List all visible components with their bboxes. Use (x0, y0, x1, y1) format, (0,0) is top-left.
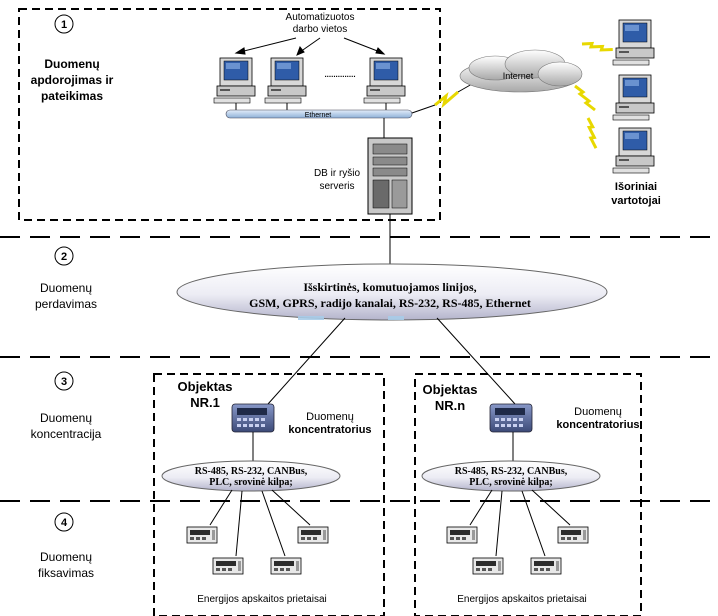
stage-4-label-line2: fiksavimas (38, 566, 94, 580)
stage-4-number: 4 (61, 517, 68, 529)
stage-2-label-line1: Duomenų (40, 281, 92, 295)
workstation-pc-3 (363, 57, 406, 104)
channels-label-line1: Išskirtinės, komutuojamos linijos, (303, 280, 476, 294)
object-1-title-line1: Objektas (178, 379, 233, 394)
internet-link (411, 83, 473, 114)
stage-3-label-line1: Duomenų (40, 411, 92, 425)
object-n-concentrator-line1: Duomenų (574, 406, 622, 418)
workstation-arrows (234, 37, 386, 56)
stage-1-label-line1: Duomenų (44, 57, 99, 71)
object-1-concentrator-device (231, 403, 275, 433)
object-1-meter-2 (212, 557, 244, 575)
object-n-meters-label: Energijos apskaitos prietaisai (457, 594, 587, 605)
stage-2-number: 2 (61, 251, 67, 263)
stage-4-label-line1: Duomenų (40, 550, 92, 564)
ethernet-bar (225, 109, 413, 119)
object-1-title-line2: NR.1 (190, 395, 220, 410)
network-to-object-1-line (267, 317, 346, 405)
stage-2-label-line2: perdavimas (35, 297, 97, 311)
workstations-label-line2: darbo vietos (293, 24, 347, 35)
link-bolt-user-2 (573, 84, 597, 112)
object-1-meters-label: Energijos apskaitos prietaisai (197, 594, 327, 605)
workstation-ellipsis: .............. (324, 70, 355, 79)
object-1-meter-4 (297, 526, 329, 544)
link-bolt-user-3 (576, 116, 608, 150)
external-user-pc-2 (612, 74, 655, 121)
object-1-concentrator-line2: koncentratorius (288, 424, 371, 436)
workstation-pc-1 (213, 57, 256, 104)
workstation-drop-lines (235, 103, 387, 110)
object-n-concentrator-line2: koncentratorius (556, 419, 639, 431)
stage-3-circle (54, 371, 74, 391)
stage-4-circle (54, 512, 74, 532)
external-user-pc-3 (612, 127, 655, 174)
internet-cloud: Internet (459, 49, 583, 93)
object-n-meter-3 (530, 557, 562, 575)
object-1-bus-line2: PLC, srovinė kilpa; (209, 477, 292, 488)
object-1-meter-lines (209, 489, 311, 557)
stage-1-circle (54, 14, 74, 34)
object-n-meter-2 (472, 557, 504, 575)
stage-1-label-line2: apdorojimas ir (31, 73, 114, 87)
object-1: Objektas NR.1 Duomenų koncentratorius RS… (153, 373, 385, 616)
internet-label: Internet (503, 71, 534, 81)
workstations-label-line1: Automatizuotos (286, 12, 355, 23)
object-1-bus-ellipse (161, 460, 341, 492)
stage-2: 2 Duomenų perdavimas (35, 246, 97, 311)
server-label-line1: DB ir ryšio (314, 168, 361, 179)
ethernet-bus: Ethernet (225, 109, 413, 119)
object-n-meter-1 (446, 526, 478, 544)
external-users-label-line1: Išoriniai (615, 181, 657, 193)
object-n-bus-line1: RS-485, RS-232, CANBus, (455, 466, 568, 477)
workstation-pc-2 (264, 57, 307, 104)
object-1-bus-line1: RS-485, RS-232, CANBus, (195, 466, 308, 477)
ethernet-label: Ethernet (305, 112, 332, 119)
network-to-object-n-line (436, 317, 516, 405)
object-1-box (153, 373, 385, 616)
object-1-meter-3 (270, 557, 302, 575)
object-n-bus-line2: PLC, srovinė kilpa; (469, 477, 552, 488)
transmission-channels: Išskirtinės, komutuojamos linijos, GSM, … (176, 263, 608, 321)
object-n: Objektas NR.n Duomenų koncentratorius RS… (414, 373, 642, 616)
object-n-meter-lines (469, 489, 571, 557)
server-label-line2: serveris (319, 181, 354, 192)
db-server: DB ir ryšio serveris (314, 118, 413, 215)
object-n-meter-4 (557, 526, 589, 544)
object-1-meter-1 (186, 526, 218, 544)
object-n-title-line2: NR.n (435, 398, 465, 413)
stage-4: 4 Duomenų fiksavimas (38, 512, 94, 580)
external-users-label-line2: vartotojai (611, 195, 661, 207)
external-user-pc-1 (612, 19, 655, 66)
stage-3-label-line2: koncentracija (31, 427, 102, 441)
object-1-concentrator-line1: Duomenų (306, 411, 354, 423)
stage-1-label-line3: pateikimas (41, 89, 103, 103)
object-n-title-line1: Objektas (423, 382, 478, 397)
stage-3-number: 3 (61, 376, 67, 388)
object-n-concentrator-device (489, 403, 533, 433)
stage-2-circle (54, 246, 74, 266)
object-n-bus-ellipse (421, 460, 601, 492)
stage-1: 1 Duomenų apdorojimas ir pateikimas (31, 14, 114, 103)
channels-label-line2: GSM, GPRS, radijo kanalai, RS-232, RS-48… (249, 296, 531, 310)
processing-section-box (18, 8, 441, 221)
stage-3: 3 Duomenų koncentracija (31, 371, 102, 441)
stage-1-number: 1 (61, 19, 67, 31)
link-bolt-user-1 (580, 29, 615, 64)
